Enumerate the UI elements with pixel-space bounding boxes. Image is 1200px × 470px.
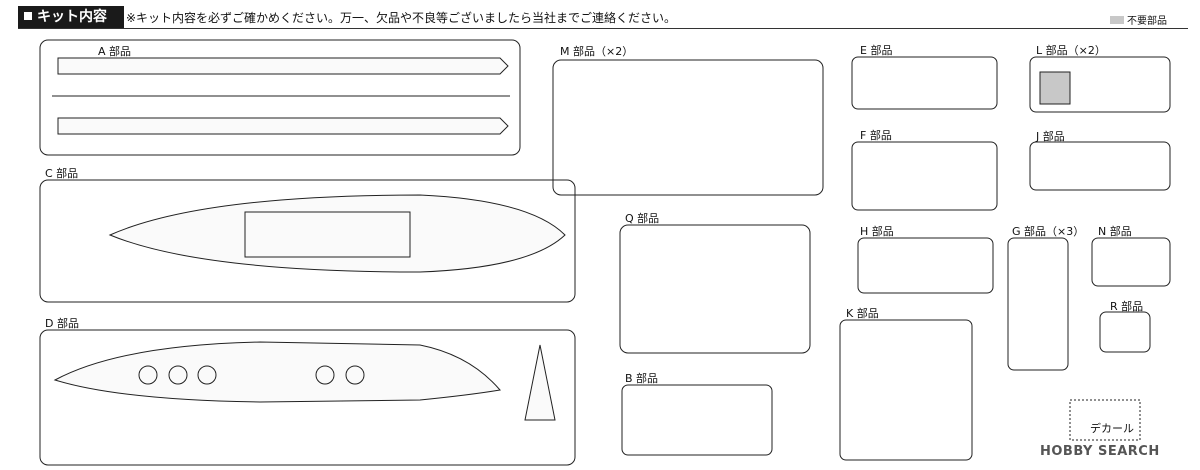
label-m: M 部品（×2） [560,45,634,58]
title-square-icon [24,12,32,20]
label-l: L 部品（×2） [1036,44,1106,57]
hull-a-1 [57,57,509,75]
sprue-frame-b [621,384,773,456]
kit-contents-header: キット内容 ※キット内容を必ずご確かめください。万一、欠品や不良等ございましたら… [0,0,1200,36]
sprue-frame-l [1029,56,1171,113]
sprue-frame-e [851,56,998,110]
unneeded-parts-legend: 不要部品 [1110,12,1167,27]
sprue-frame-h [857,237,994,294]
sprue-frame-c [39,179,576,303]
label-h: H 部品 [860,225,894,238]
kit-contents-title: キット内容 [18,6,124,28]
label-k: K 部品 [846,307,879,320]
sprue-frame-n [1091,237,1171,287]
label-c: C 部品 [45,167,79,180]
label-r: R 部品 [1110,300,1144,313]
sprue-frame-a [39,39,521,156]
sprue-frame-f [851,141,998,211]
decal-label: デカール [1090,422,1134,435]
watermark: HOBBY SEARCH [1040,444,1160,459]
decal-sheet [1069,399,1141,441]
label-a: A 部品 [98,45,132,58]
sprue-frame-k [839,319,973,461]
sprue-frame-j [1029,141,1171,191]
unneeded-swatch-icon [1110,16,1124,24]
sprue-frame-q [619,224,811,354]
hull-a-2 [57,117,509,135]
sprue-frame-r [1099,311,1151,353]
label-f: F 部品 [860,129,892,142]
deck-c-2 [108,194,566,273]
label-e: E 部品 [860,44,893,57]
deck-d-11 [53,341,501,403]
title-text: キット内容 [37,9,107,25]
sprue-frame-g [1007,237,1069,371]
label-j: J 部品 [1036,130,1065,143]
notice-text: ※キット内容を必ずご確かめください。万一、欠品や不良等ございましたら当社までご連… [126,11,677,25]
label-n: N 部品 [1098,225,1132,238]
header-rule [18,28,1188,29]
label-q: Q 部品 [625,212,660,225]
label-d: D 部品 [45,317,79,330]
bow-d-1 [524,344,556,421]
legend-label: 不要部品 [1127,16,1167,27]
label-g: G 部品（×3） [1012,225,1085,238]
sprue-frame-m [552,59,824,196]
label-b: B 部品 [625,372,659,385]
sprue-frame-d [39,329,576,466]
